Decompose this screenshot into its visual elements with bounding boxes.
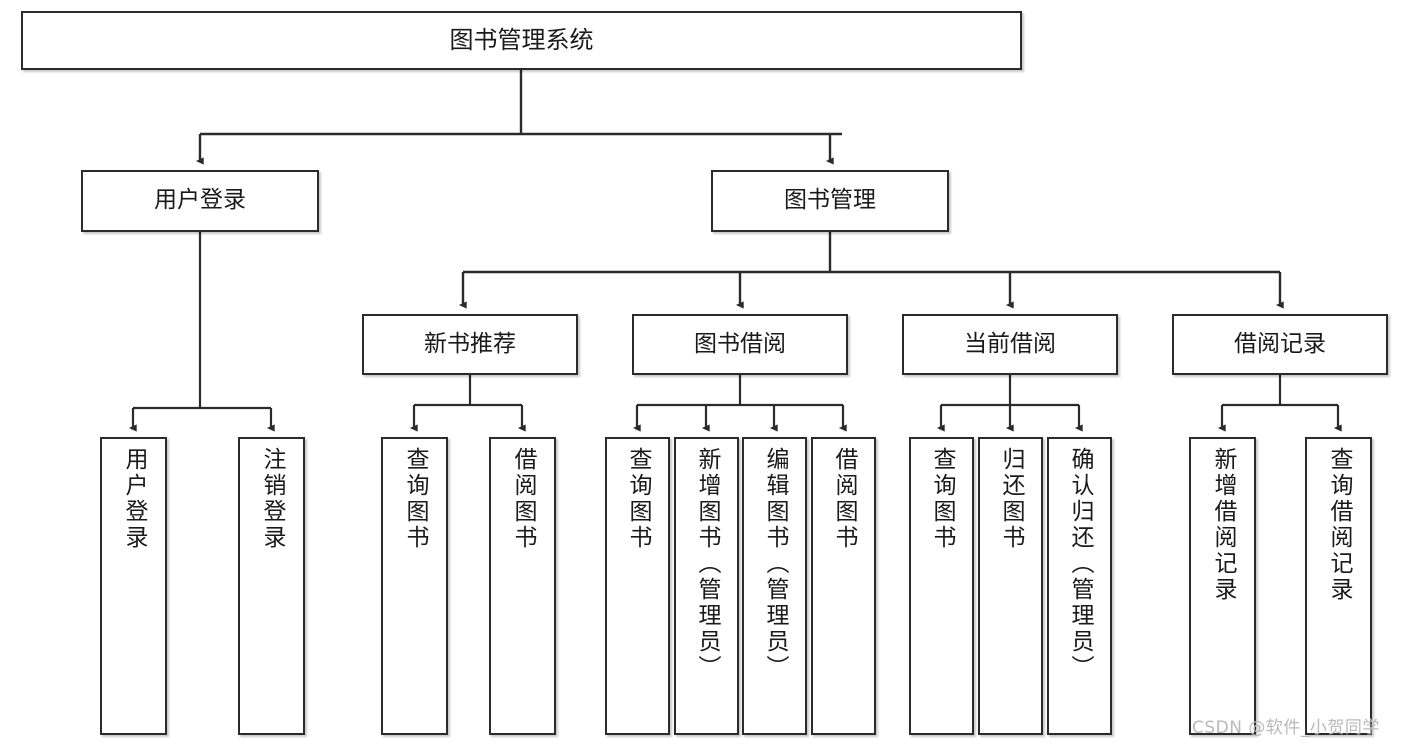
node-new-book-recommend[interactable]: 新书推荐 [362, 314, 578, 375]
leaf-current-borrow-return[interactable]: 归还图书 [978, 437, 1043, 735]
leaf-book-borrow-add[interactable]: 新增图书（管理员） [674, 437, 739, 735]
node-label: 注销登录 [259, 447, 285, 551]
node-label: 新增借阅记录 [1210, 447, 1236, 603]
leaf-book-borrow-borrow[interactable]: 借阅图书 [811, 437, 876, 735]
node-label: 图书管理系统 [449, 26, 594, 55]
node-label: 图书管理 [784, 187, 876, 214]
node-label: 查询借阅记录 [1326, 447, 1352, 603]
leaf-book-borrow-edit[interactable]: 编辑图书（管理员） [742, 437, 807, 735]
edge-bookborrow-to-leaves [632, 375, 847, 432]
leaf-user-login-logout[interactable]: 注销登录 [238, 437, 305, 735]
node-label: 确认归还（管理员） [1067, 447, 1093, 681]
node-current-borrow[interactable]: 当前借阅 [902, 314, 1118, 375]
leaf-new-book-borrow[interactable]: 借阅图书 [489, 437, 556, 735]
leaf-user-login-login[interactable]: 用户登录 [100, 437, 167, 735]
edge-currentborrow-to-leaves [936, 375, 1083, 432]
leaf-current-borrow-query[interactable]: 查询图书 [909, 437, 974, 735]
node-label: 查询图书 [929, 447, 955, 551]
node-label: 借阅记录 [1234, 330, 1326, 357]
node-label: 新增图书（管理员） [694, 447, 720, 681]
node-label: 归还图书 [998, 447, 1024, 551]
node-label: 查询图书 [402, 447, 428, 551]
node-label: 查询图书 [625, 447, 651, 551]
edge-root-to-level2 [195, 70, 842, 165]
leaf-borrow-record-query[interactable]: 查询借阅记录 [1305, 437, 1372, 735]
node-label: 当前借阅 [964, 330, 1056, 357]
node-book-borrow[interactable]: 图书借阅 [632, 314, 848, 375]
node-book-management[interactable]: 图书管理 [711, 170, 949, 232]
node-label: 用户登录 [154, 187, 246, 214]
node-user-login[interactable]: 用户登录 [81, 170, 319, 232]
node-label: 图书借阅 [694, 330, 786, 357]
edge-newbook-to-leaves [409, 375, 526, 432]
csdn-watermark: CSDN @软件_小贺同学 [1192, 718, 1380, 738]
leaf-new-book-query[interactable]: 查询图书 [381, 437, 448, 735]
node-label: 用户登录 [121, 447, 147, 551]
leaf-book-borrow-query[interactable]: 查询图书 [605, 437, 670, 735]
leaf-borrow-record-add[interactable]: 新增借阅记录 [1189, 437, 1256, 735]
node-label: 新书推荐 [424, 330, 516, 357]
edge-userlogin-to-leaves [128, 232, 275, 432]
leaf-current-borrow-confirm-return[interactable]: 确认归还（管理员） [1047, 437, 1112, 735]
edge-bookmgmt-to-level3 [458, 232, 1284, 309]
node-root-book-management-system[interactable]: 图书管理系统 [21, 11, 1022, 70]
edge-borrowrecord-to-leaves [1217, 375, 1342, 432]
node-borrow-record[interactable]: 借阅记录 [1172, 314, 1388, 375]
node-label: 编辑图书（管理员） [762, 447, 788, 681]
node-label: 借阅图书 [510, 447, 536, 551]
node-label: 借阅图书 [831, 447, 857, 551]
